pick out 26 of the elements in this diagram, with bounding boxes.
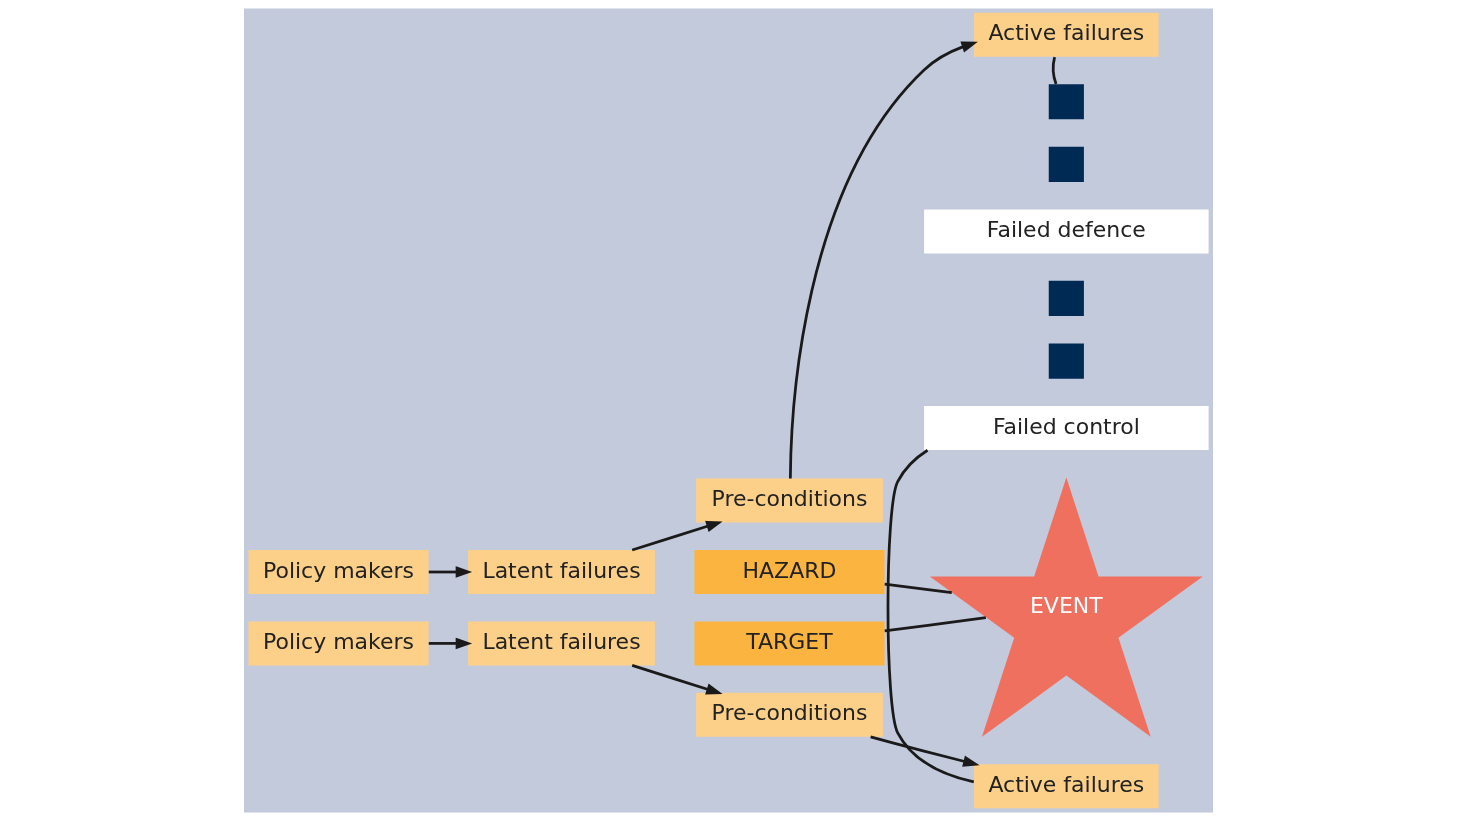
node-box [1048, 280, 1084, 316]
node-box: Active failures [974, 764, 1159, 809]
node-box: Failed defence [924, 209, 1209, 254]
node-box [1048, 146, 1084, 182]
node-box: HAZARD [694, 550, 885, 594]
node-box: Pre-conditions [696, 478, 883, 523]
arrow [870, 735, 980, 767]
node-box: Active failures [974, 12, 1159, 57]
node-box: Pre-conditions [696, 692, 883, 737]
node-box: Latent failures [468, 550, 655, 594]
node-box: Latent failures [468, 621, 655, 666]
arrow [631, 520, 723, 552]
connector [886, 449, 975, 784]
connector [884, 616, 986, 633]
arrow [428, 566, 473, 578]
node-box: TARGET [694, 621, 885, 666]
arrow [631, 664, 723, 695]
arrow [788, 41, 978, 479]
connector [1051, 56, 1058, 85]
node-box: Policy makers [248, 621, 429, 666]
arrow [428, 637, 473, 650]
node-box [1048, 84, 1084, 120]
node-box [1048, 343, 1084, 379]
connector [884, 582, 952, 594]
node-box: Failed control [924, 406, 1209, 451]
node-box: Policy makers [248, 550, 429, 594]
